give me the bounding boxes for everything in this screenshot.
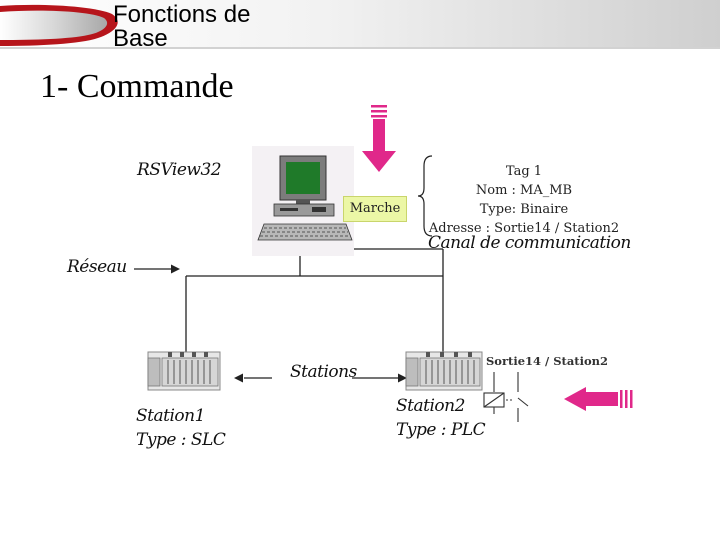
stations-left-arrowhead (234, 373, 243, 383)
network-lines (134, 248, 444, 379)
network-arrowhead (171, 264, 180, 274)
tag-info-line4: Adresse : Sortie14 / Station2 (428, 221, 620, 236)
slide-title: 1- Commande (40, 68, 234, 105)
network-label: Réseau (67, 257, 127, 277)
station2-type: Type : PLC (396, 420, 486, 440)
arrow-left-icon (564, 387, 633, 411)
channel-label: Canal de communication (428, 233, 631, 253)
brace (417, 155, 433, 237)
arrow-down-icon (362, 105, 396, 172)
station1-type: Type : SLC (136, 430, 226, 450)
plc-rack-icon-station1 (147, 351, 221, 391)
computer-icon (252, 146, 354, 256)
header-banner (0, 0, 720, 49)
tag-info: Tag 1 Nom : MA_MB Type: Binaire Adresse … (424, 162, 624, 238)
station1-name: Station1 (136, 406, 205, 426)
station2-name: Station2 (396, 396, 465, 416)
marche-button[interactable]: Marche (343, 196, 407, 222)
stations-label: Stations (290, 362, 357, 382)
tag-info-line3: Type: Binaire (479, 202, 569, 217)
plc-rack-icon-station2 (405, 351, 483, 391)
section-header-line1: Fonctions de (113, 1, 251, 28)
relay-contact-icon (483, 372, 529, 422)
tag-info-line2: Nom : MA_MB (475, 183, 573, 198)
stations-right-arrowhead (398, 373, 407, 383)
output-label: Sortie14 / Station2 (486, 354, 609, 368)
software-label: RSView32 (137, 160, 222, 180)
section-header-line2: Base (113, 25, 168, 52)
tag-info-line1: Tag 1 (505, 164, 543, 179)
section-header: Fonctions de Base (113, 3, 250, 51)
